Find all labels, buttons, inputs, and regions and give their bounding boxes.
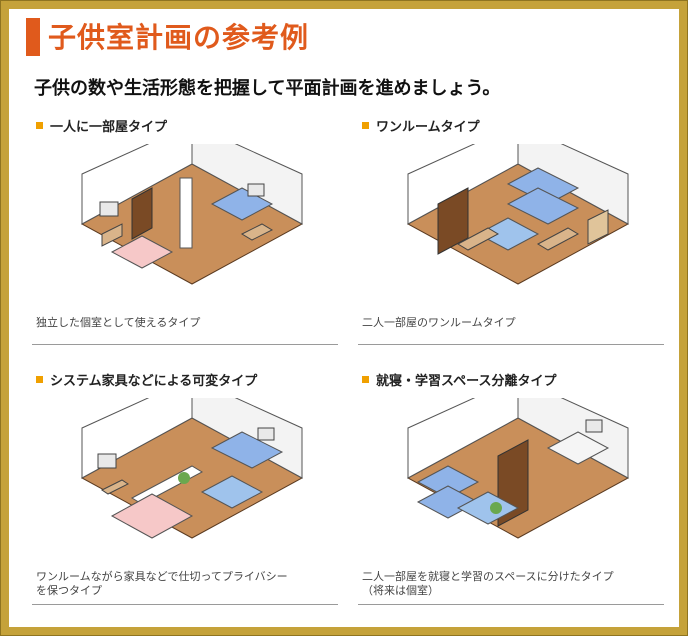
panel-divider	[358, 344, 664, 345]
panel-heading: 就寝・学習スペース分離タイプ	[362, 370, 556, 389]
panel-heading-text: システム家具などによる可変タイプ	[50, 374, 258, 389]
panel-heading-text: 一人に一部屋タイプ	[50, 120, 168, 135]
room-illustration	[406, 144, 630, 285]
panel-one-room-each: 一人に一部屋タイプ 独立した個室として使えるタイプ	[32, 108, 340, 348]
room-illustration	[80, 398, 304, 539]
panel-caption: 独立した個室として使えるタイプ	[36, 316, 200, 330]
room-illustration	[406, 398, 630, 539]
panel-caption-line1: 二人一部屋を就寝と学習のスペースに分けたタイプ	[362, 570, 614, 583]
panel-heading-text: ワンルームタイプ	[376, 120, 480, 135]
panel-caption-line1: 二人一部屋のワンルームタイプ	[362, 316, 516, 329]
panel-separated: 就寝・学習スペース分離タイプ 二人一部屋を就寝と学習のスペースに分けたタイプ （…	[358, 362, 666, 605]
panel-one-room: ワンルームタイプ 二人一部屋のワンルームタイプ	[358, 108, 666, 348]
panel-divider	[32, 604, 338, 605]
panel-divider	[358, 604, 664, 605]
bullet-square-icon	[36, 376, 43, 383]
panel-variable: システム家具などによる可変タイプ ワンルームながら家具などで仕切ってプライバシー…	[32, 362, 340, 605]
panel-divider	[32, 344, 338, 345]
room-illustration	[80, 144, 304, 285]
panel-caption: ワンルームながら家具などで仕切ってプライバシー を保つタイプ	[36, 570, 288, 598]
bullet-square-icon	[362, 122, 369, 129]
panel-caption-line2: （将来は個室）	[362, 584, 439, 597]
panel-caption: 二人一部屋を就寝と学習のスペースに分けたタイプ （将来は個室）	[362, 570, 614, 598]
panel-caption-line1: 独立した個室として使えるタイプ	[36, 316, 201, 329]
bullet-square-icon	[362, 376, 369, 383]
panel-heading: システム家具などによる可変タイプ	[36, 370, 257, 389]
bullet-square-icon	[36, 122, 43, 129]
panel-caption: 二人一部屋のワンルームタイプ	[362, 316, 516, 330]
panel-heading: 一人に一部屋タイプ	[36, 116, 167, 135]
panel-heading-text: 就寝・学習スペース分離タイプ	[376, 374, 557, 389]
panel-caption-line1: ワンルームながら家具などで仕切ってプライバシー	[36, 570, 288, 583]
page-subtitle: 子供の数や生活形態を把握して平面計画を進めましょう。	[34, 78, 501, 99]
panel-caption-line2: を保つタイプ	[36, 584, 102, 597]
page-title: 子供室計画の参考例	[48, 21, 310, 54]
title-accent-bar	[26, 18, 40, 56]
panel-heading: ワンルームタイプ	[362, 116, 480, 135]
